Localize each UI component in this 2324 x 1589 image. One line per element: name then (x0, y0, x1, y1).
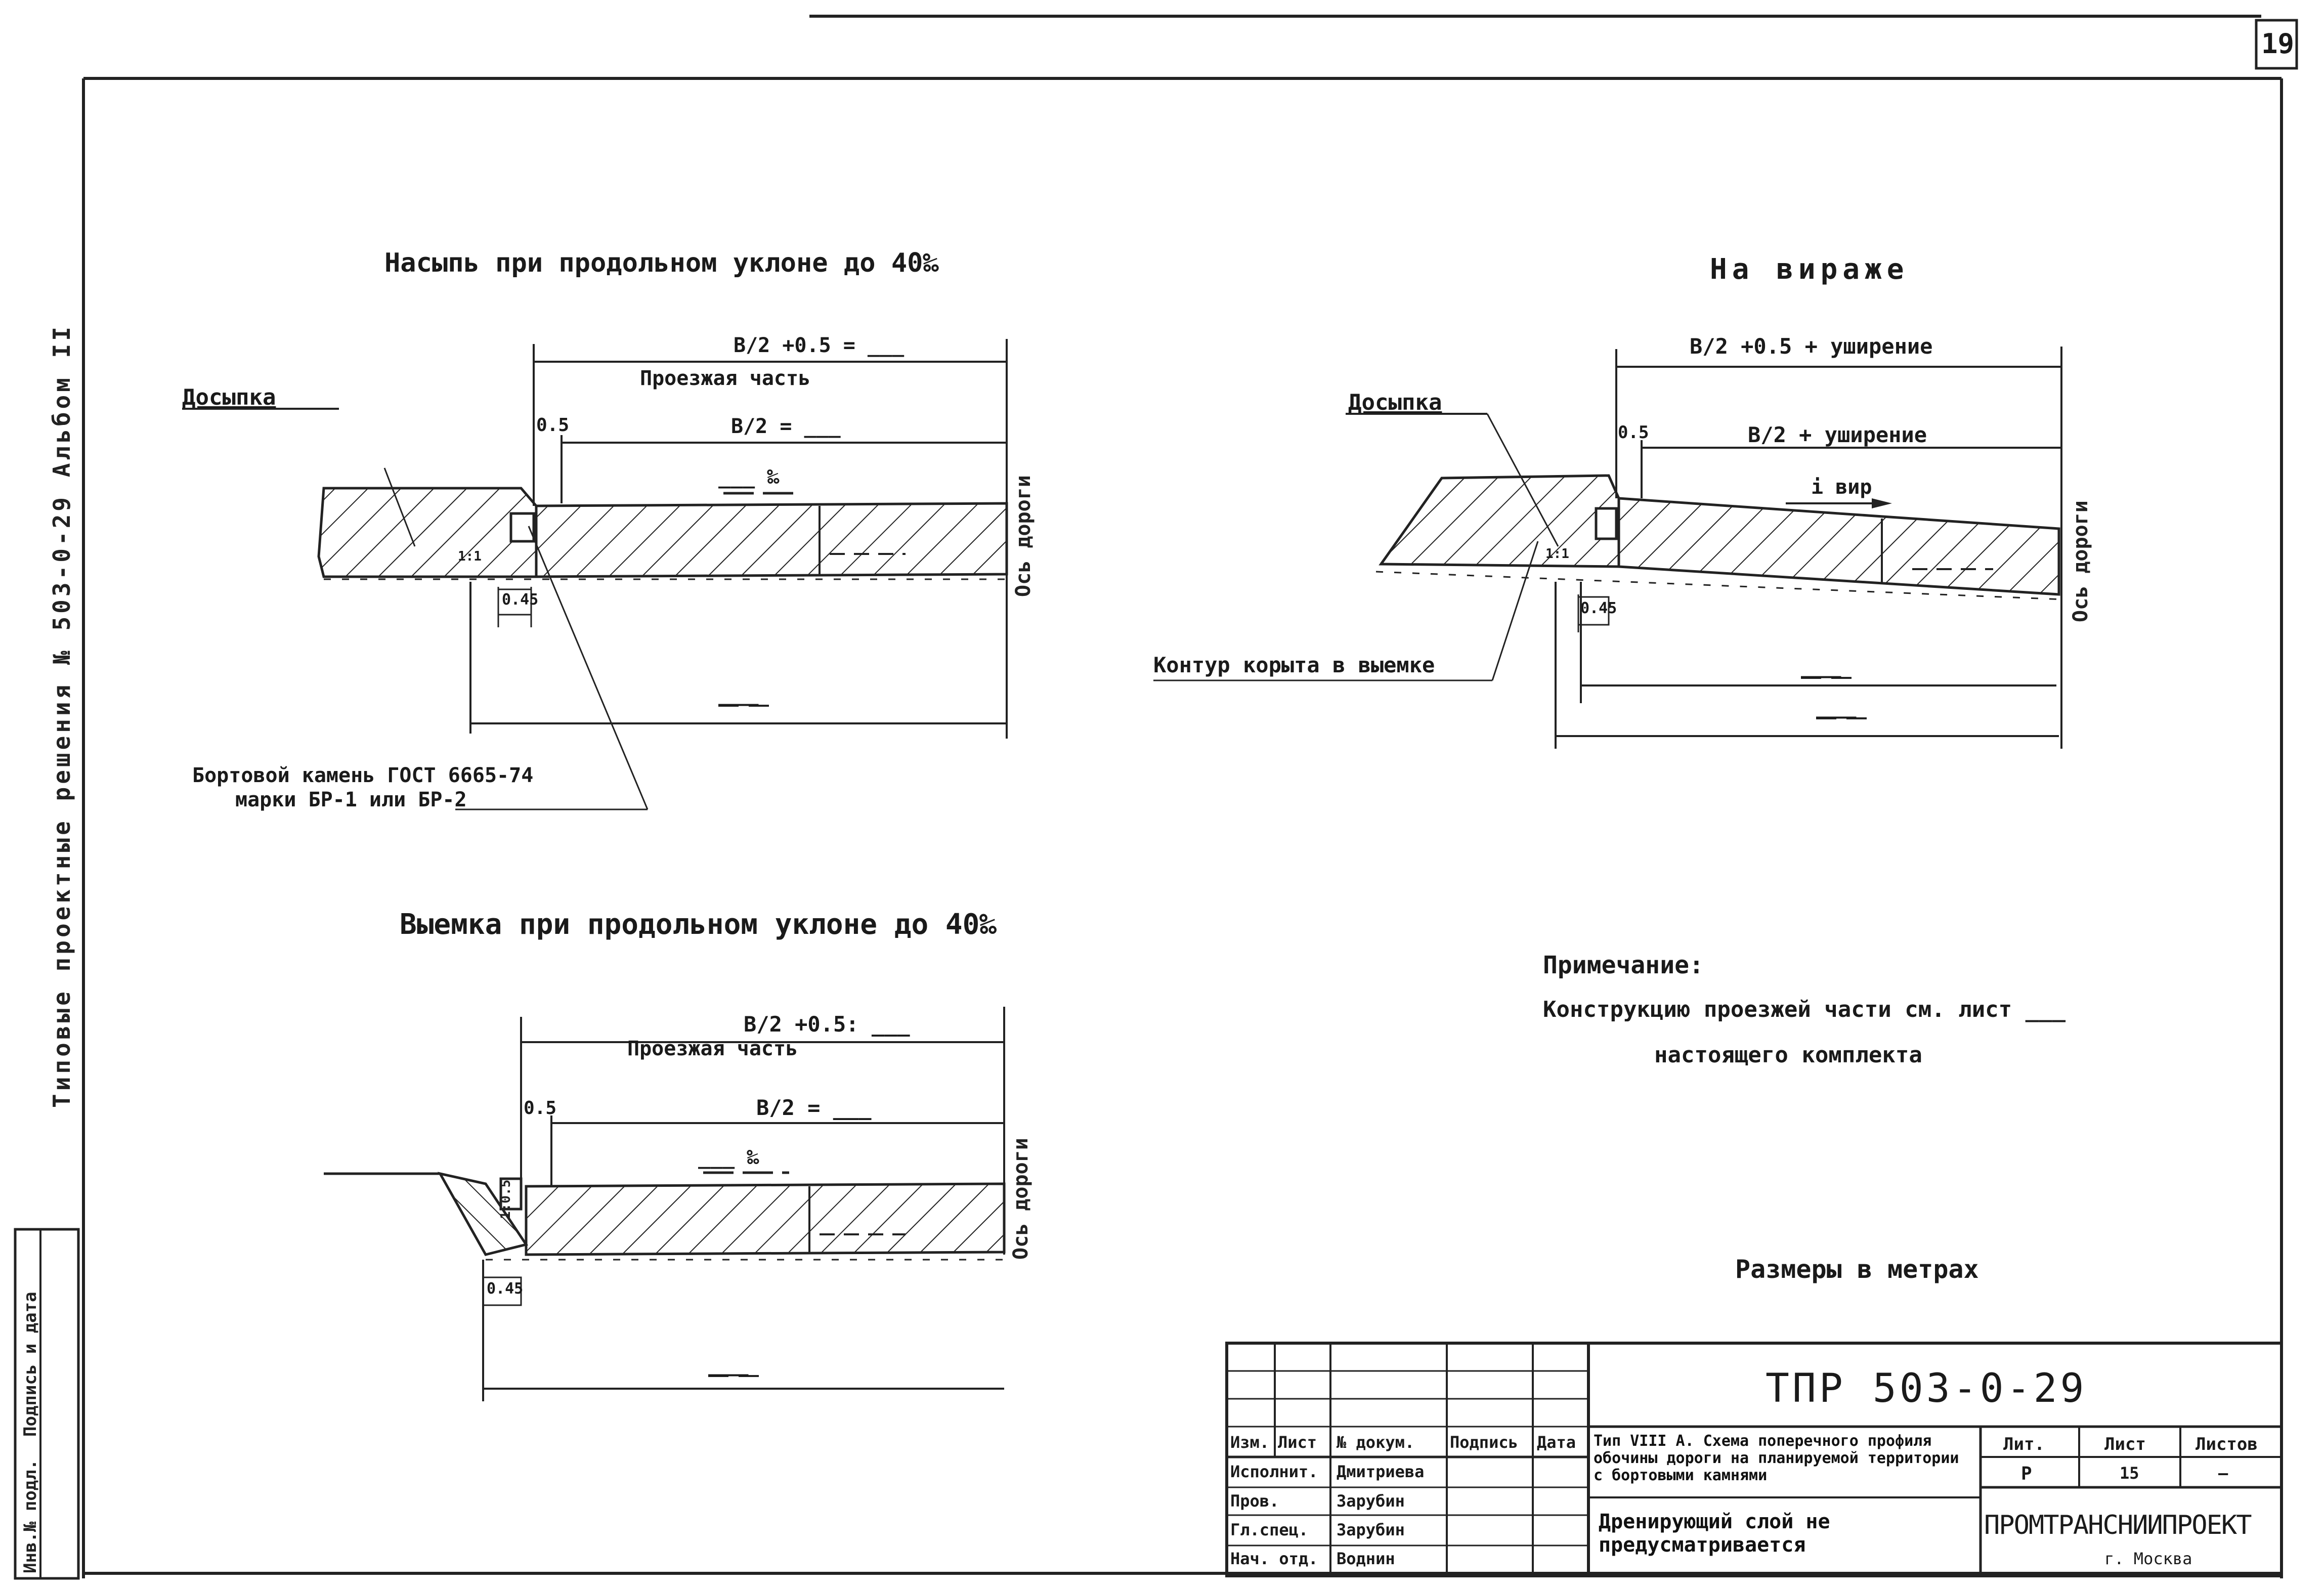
curve-curb-width: 0.45 (1580, 599, 1617, 617)
role-2: Гл.спец. (1230, 1520, 1309, 1539)
role-1: Пров. (1230, 1491, 1279, 1511)
curve-offset: 0.5 (1618, 422, 1649, 443)
cut-offset: 0.5 (524, 1098, 557, 1119)
stage-label: Лит. (2003, 1434, 2045, 1454)
curve-slope: i вир (1811, 476, 1872, 499)
sheet-label: Лист (2104, 1434, 2146, 1454)
note-line-2: настоящего комплекта (1654, 1042, 1922, 1068)
header-date: Дата (1537, 1433, 1576, 1452)
fill-offset: 0.5 (536, 415, 570, 436)
fill-curb-note-2: марки БР-1 или БР-2 (235, 788, 467, 811)
organization-city: г. Москва (2104, 1549, 2192, 1568)
curve-side-fill-label: Досыпка (1348, 390, 1442, 415)
fill-slope: ___ ‰ (718, 465, 780, 489)
cut-slope-ratio: 1:0.5 (498, 1179, 513, 1219)
name-2: Зарубин (1337, 1520, 1405, 1539)
sheets-label: Листов (2196, 1434, 2258, 1454)
fill-roadway-label: Проезжая часть (640, 367, 811, 390)
cut-dim-total: B/2 +0.5: ___ (744, 1012, 910, 1037)
cut-axis-label: Ось дороги (1009, 1138, 1032, 1260)
fill-dim-total: B/2 +0.5 = ___ (734, 334, 905, 357)
curve-slope-ratio: 1:1 (1545, 546, 1569, 562)
curve-section-geometry (1153, 347, 2064, 749)
cut-slope: ___ ‰ (698, 1146, 759, 1169)
drawing-description: Тип VIII А. Схема поперечного профиля об… (1594, 1432, 1959, 1484)
cut-dim-half: B/2 = ___ (756, 1095, 872, 1120)
cut-bottom-dim: ___ (708, 1351, 749, 1377)
cut-roadway-label: Проезжая часть (627, 1037, 798, 1060)
fill-slope-ratio: 1:1 (458, 549, 482, 564)
title-block-grid (1225, 1342, 2283, 1577)
fill-side-fill-label: Досыпка (182, 384, 276, 410)
cut-view-title: Выемка при продольном уклоне до 40‰ (400, 908, 997, 941)
fill-view-title: Насыпь при продольном уклоне до 40‰ (384, 248, 939, 278)
units-note: Размеры в метрах (1735, 1255, 1979, 1284)
note-line-1: Конструкцию проезжей части см. лист ___ (1543, 997, 2066, 1022)
header-doc-number: № докум. (1337, 1433, 1415, 1452)
drain-note: Дренирующий слой не предусматривается (1599, 1510, 1830, 1557)
stage-value: Р (2021, 1464, 2032, 1484)
drawing-code: ТПР 503-0-29 (1766, 1366, 2087, 1411)
header-sheet: Лист (1278, 1433, 1317, 1452)
curve-dim-lower-2: ___ (1816, 693, 1857, 719)
name-1: Зарубин (1337, 1491, 1405, 1511)
curve-axis-label: Ось дороги (2069, 500, 2092, 622)
fill-dim-half: B/2 = ___ (731, 415, 841, 438)
header-change: Изм. (1230, 1433, 1270, 1452)
fill-section-geometry (182, 339, 1012, 810)
note-heading: Примечание: (1543, 951, 1704, 979)
stamp-label-inventory: Инв.№ подл. (20, 1459, 40, 1573)
role-3: Нач. отд. (1230, 1549, 1318, 1568)
name-0: Дмитриева (1337, 1462, 1425, 1481)
curve-dim-lower-1: ___ (1801, 653, 1841, 678)
album-title: Типовые проектные решения № 503-0-29 Аль… (48, 324, 75, 1108)
stamp-label-signature: Подпись и дата (20, 1292, 40, 1437)
header-signature: Подпись (1450, 1433, 1518, 1452)
role-0: Исполнит. (1230, 1462, 1318, 1481)
curve-view-title: На вираже (1710, 253, 1909, 286)
name-3: Воднин (1337, 1549, 1395, 1568)
fill-axis-label: Ось дороги (1012, 475, 1035, 597)
fill-curb-note-1: Бортовой камень ГОСТ 6665-74 (192, 764, 534, 787)
curve-dim-half: B/2 + уширение (1748, 422, 1927, 447)
fill-curb-width: 0.45 (502, 591, 539, 609)
fill-bottom-dim: ___ (718, 680, 759, 706)
cut-section-geometry (324, 1007, 1009, 1401)
sheets-value: — (2218, 1464, 2228, 1483)
page-number: 19 (2261, 28, 2295, 60)
cut-curb-width: 0.45 (487, 1280, 524, 1298)
organization-name: ПРОМТРАНСНИИПРОЕКТ (1984, 1510, 2252, 1540)
curve-dim-total: B/2 +0.5 + уширение (1690, 334, 1933, 359)
sheet-value: 15 (2120, 1464, 2139, 1483)
curve-trough-label: Контур корыта в выемке (1153, 653, 1435, 677)
